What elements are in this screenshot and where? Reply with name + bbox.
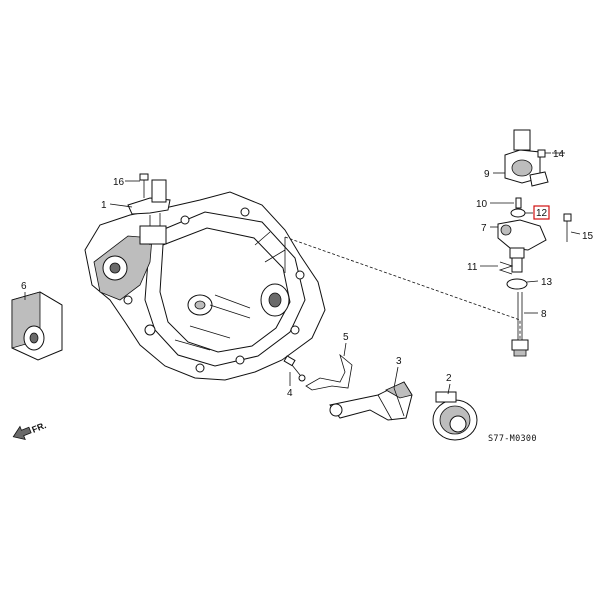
part-label-16: 16 bbox=[113, 177, 125, 188]
transmission-housing bbox=[84, 191, 326, 381]
bolt-16 bbox=[139, 173, 149, 198]
part-label-6: 6 bbox=[21, 281, 27, 292]
highlight-box-12 bbox=[533, 205, 550, 220]
spring-clip-5 bbox=[305, 353, 353, 391]
part-label-8: 8 bbox=[541, 309, 547, 320]
mount-6 bbox=[11, 291, 63, 361]
part-labels: 16 1 6 4 5 3 2 14 9 10 12 7 15 11 13 8 bbox=[21, 149, 594, 399]
leader-lines bbox=[24, 152, 581, 395]
release-bearing-2 bbox=[432, 391, 478, 441]
part-label-14: 14 bbox=[553, 149, 565, 160]
front-direction-label: FR. bbox=[30, 420, 47, 435]
part-label-2: 2 bbox=[446, 373, 452, 384]
part-label-10: 10 bbox=[476, 199, 488, 210]
release-fork-3 bbox=[329, 381, 413, 421]
speed-sensor-9 bbox=[504, 129, 549, 187]
reference-line bbox=[284, 236, 521, 345]
bolt-14 bbox=[537, 149, 551, 158]
speed-sensor-body-7 bbox=[497, 219, 547, 273]
part-label-4: 4 bbox=[287, 388, 293, 399]
bolt-15 bbox=[563, 213, 572, 242]
part-label-9: 9 bbox=[484, 169, 490, 180]
bracket-1 bbox=[127, 179, 171, 215]
part-label-5: 5 bbox=[343, 332, 349, 343]
part-label-3: 3 bbox=[396, 356, 402, 367]
part-label-12: 12 bbox=[536, 208, 548, 219]
pin-10 bbox=[515, 197, 522, 209]
bolt-4 bbox=[283, 355, 306, 382]
front-direction-arrow: FR. bbox=[12, 420, 48, 441]
part-label-11: 11 bbox=[467, 262, 478, 273]
part-label-15: 15 bbox=[582, 231, 594, 242]
part-label-13: 13 bbox=[541, 277, 553, 288]
part-label-1: 1 bbox=[101, 200, 107, 211]
part-label-7: 7 bbox=[481, 223, 487, 234]
o-ring-13 bbox=[506, 278, 528, 290]
o-ring-12 bbox=[510, 208, 526, 218]
driven-gear-8 bbox=[511, 292, 529, 357]
clip-11 bbox=[498, 261, 514, 275]
diagram-code: S77-M0300 bbox=[488, 434, 537, 444]
